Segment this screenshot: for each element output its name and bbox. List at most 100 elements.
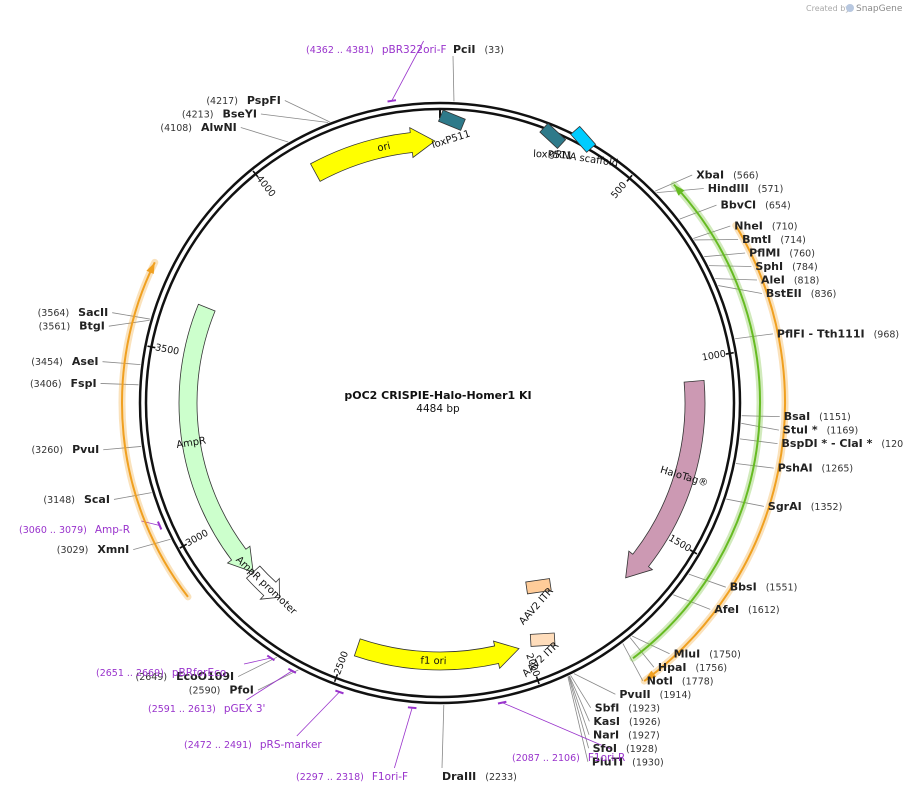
enzyme-label-bmti: BmtI(714) — [742, 233, 806, 246]
tick-2000 — [535, 676, 540, 685]
primer-mark — [387, 99, 397, 103]
leader-XbaI — [655, 174, 693, 192]
tick-label-3000: 3000 — [184, 528, 210, 549]
leader-NarI — [568, 675, 590, 735]
enzyme-label-sphi: SphI(784) — [755, 260, 817, 273]
leader-EcoO109I — [237, 656, 278, 677]
primer-label-pgex-3-: (2591 .. 2613)pGEX 3' — [148, 703, 265, 715]
enzyme-label-kasi: KasI(1926) — [593, 715, 660, 728]
tick-1500 — [689, 549, 698, 555]
enzyme-label-sgrai: SgrAI(1352) — [768, 500, 842, 513]
enzyme-label-pspfi: (4217)PspFI — [206, 94, 281, 107]
primer-leader-pgex-3- — [246, 670, 293, 701]
leader-DraIII — [441, 704, 445, 769]
enzyme-label-pflmi: PflMI(760) — [749, 247, 815, 260]
loxp511-2-box — [539, 122, 567, 149]
aav2-itr-2-box — [525, 578, 552, 595]
f1-ori-arrow — [353, 638, 520, 671]
orange-arc-left-arrowhead — [146, 262, 155, 275]
primer-mark — [266, 654, 275, 662]
enzyme-label-bseyi: (4213)BseYI — [182, 107, 257, 120]
leader-BtgI — [108, 319, 150, 327]
enzyme-label-asei: (3454)AseI — [31, 355, 98, 368]
halotag--arrow — [625, 379, 706, 579]
tick-2500 — [333, 673, 339, 683]
aav2-itr-box — [529, 632, 556, 647]
leader-PvuII — [573, 673, 616, 695]
leader-SfoI — [568, 676, 590, 749]
orange-arc-right — [643, 224, 786, 682]
leader-AseI — [102, 361, 141, 365]
enzyme-label-hpai: HpaI(1756) — [658, 661, 727, 674]
tick-label-500: 500 — [609, 180, 629, 201]
ori-arrow — [309, 126, 436, 182]
enzyme-label-bspdi-clai-: BspDI * - ClaI *(1206) — [782, 437, 903, 450]
leader-PluTI — [567, 676, 589, 762]
enzyme-label-bsteii: BstEII(836) — [766, 287, 836, 300]
small-feature-label: loxP511 — [431, 129, 472, 151]
green-arc — [632, 183, 761, 660]
leader-SbfI — [570, 675, 592, 708]
snapgene-logo-icon — [846, 4, 854, 12]
plasmid-name: pOC2 CRISPIE-Halo-Homer1 KI — [344, 389, 531, 402]
leader-PciI — [452, 55, 455, 102]
tick-500 — [626, 174, 633, 182]
primer-label-f1ori-r: (2087 .. 2106)F1ori-R — [512, 752, 625, 764]
small-feature-label: loxP511 — [533, 149, 573, 162]
primer-mark — [497, 700, 507, 705]
annotation-arcs — [118, 181, 789, 685]
green-arc-arrowhead — [673, 184, 685, 196]
primer-leader-f1ori-f — [394, 707, 413, 769]
enzyme-label-bbvci: BbvCI(654) — [721, 199, 791, 212]
credit-prefix: Created by — [806, 4, 850, 13]
ampr-arrow — [178, 303, 254, 573]
plasmid-size: 4484 bp — [416, 403, 460, 415]
enzyme-label-draiii: DraIII(2233) — [442, 770, 517, 783]
tick-3500 — [147, 345, 156, 349]
enzyme-label-xbai: XbaI(566) — [696, 168, 758, 181]
credit-brand[interactable]: SnapGene — [856, 4, 903, 14]
tick-label-2500: 2500 — [332, 650, 351, 677]
enzyme-label-pvuii: PvuII(1914) — [619, 688, 691, 701]
leader-PvuI — [103, 446, 142, 451]
feature-label: AmpR — [176, 435, 207, 451]
primer-mark — [287, 667, 297, 674]
enzyme-label-bbsi: BbsI(1551) — [730, 581, 798, 594]
enzyme-label-pvui: (3260)PvuI — [31, 443, 99, 456]
leader-SacII — [112, 312, 150, 320]
enzyme-label-hindiii: HindIII(571) — [708, 182, 784, 195]
primer-label-prs-marker: (2472 .. 2491)pRS-marker — [184, 739, 322, 751]
small-feature-label: gRNA scaffold — [548, 148, 619, 169]
primer-label-f1ori-f: (2297 .. 2318)F1ori-F — [296, 771, 408, 783]
tick-3000 — [179, 543, 188, 549]
enzyme-label-pluti: PluTI(1930) — [592, 755, 664, 768]
grna-scaffold-box — [570, 125, 597, 153]
backbone-outer-ring — [138, 101, 742, 705]
orange-arc-left — [121, 261, 189, 598]
enzyme-label-fspi: (3406)FspI — [30, 377, 97, 390]
enzyme-label-scai: (3148)ScaI — [43, 493, 110, 506]
leader-KasI — [569, 675, 590, 722]
enzyme-label-btgi: (3561)BtgI — [39, 320, 105, 333]
feature-label: ori — [376, 141, 391, 155]
enzyme-label-mlui: MluI(1750) — [674, 647, 741, 660]
loxp511-box — [437, 109, 466, 131]
primer-label-pbrforeco: (2651 .. 2669)pBRforEco — [96, 667, 226, 679]
primer-label-amp-r: (3060 .. 3079)Amp-R — [19, 524, 130, 536]
enzyme-label-alwni: (4108)AlwNI — [160, 121, 236, 134]
enzyme-label-pcii: PciI(33) — [453, 43, 504, 56]
enzyme-label-sbfi: SbfI(1923) — [595, 701, 660, 714]
leader-NotI — [622, 643, 644, 681]
tick-label-1000: 1000 — [701, 349, 727, 364]
enzyme-label-stui-: StuI *(1169) — [783, 424, 858, 437]
enzyme-labels: XbaI(566)HindIII(571)BbvCI(654)NheI(710)… — [30, 43, 903, 783]
enzyme-label-bsai: BsaI(1151) — [784, 410, 851, 423]
primer-leader-prs-marker — [296, 691, 340, 737]
ampr-promoter-arrow — [245, 565, 280, 600]
feature-label: AmpR promoter — [233, 554, 299, 617]
primer-labels: (4362 .. 4381)pBR322ori-F(2087 .. 2106)F… — [19, 44, 625, 783]
enzyme-label-afei: AfeI(1612) — [714, 603, 779, 616]
tick-label-3500: 3500 — [154, 342, 180, 357]
primer-leader-pbrforeco — [243, 657, 271, 665]
